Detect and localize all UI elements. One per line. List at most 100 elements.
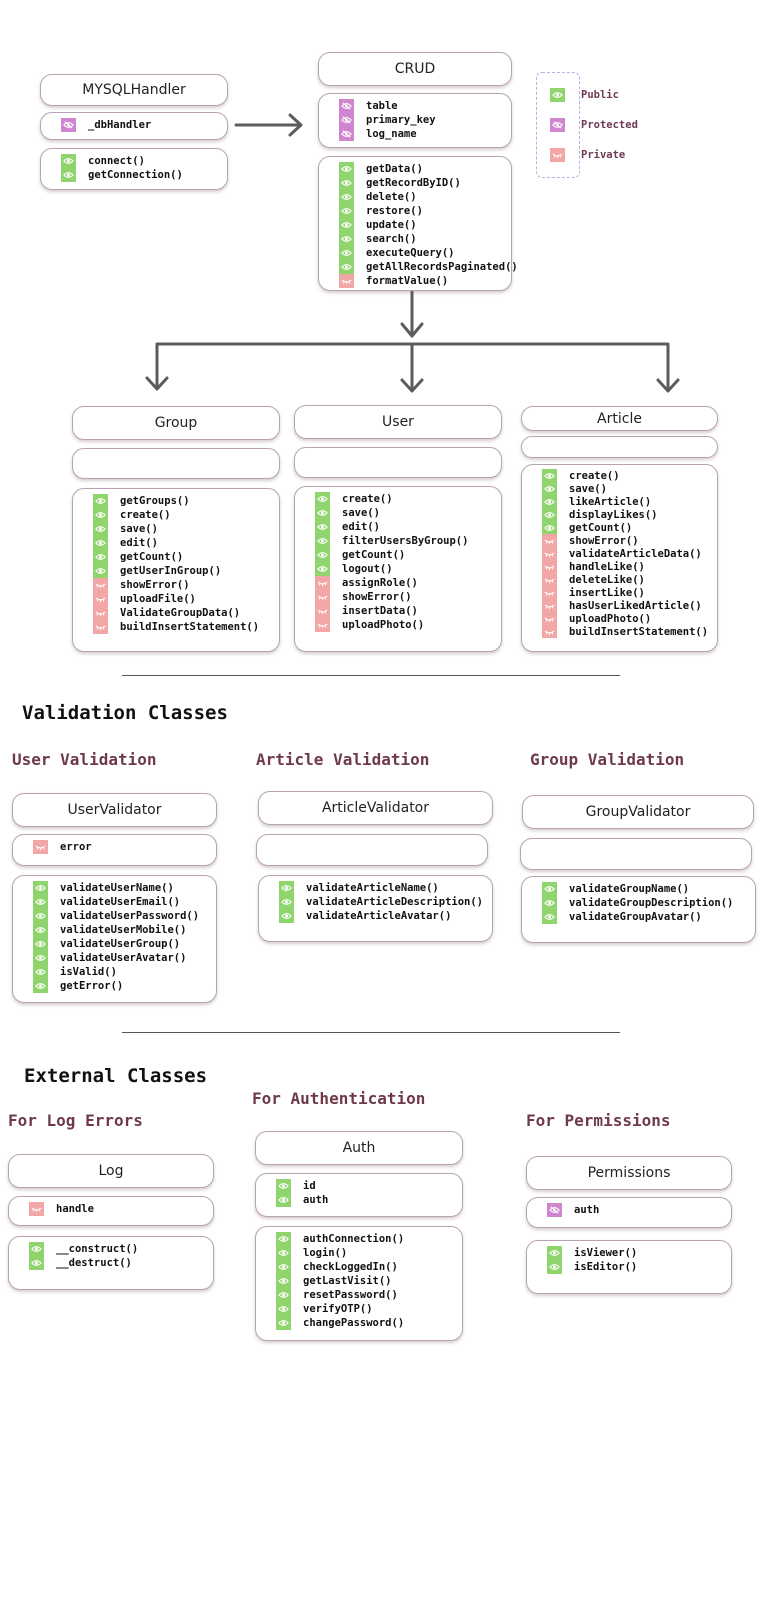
member-name: buildInsertStatement() xyxy=(569,625,709,638)
member-row: formatValue() xyxy=(339,274,511,288)
member-row: validateUserAvatar() xyxy=(33,951,216,965)
member-row: save() xyxy=(315,506,501,520)
member-name: primary_key xyxy=(366,114,436,126)
group-validation-heading: Group Validation xyxy=(530,750,685,769)
member-row: showError() xyxy=(93,578,279,592)
legend-box xyxy=(536,72,580,178)
permissions-heading: For Permissions xyxy=(526,1111,671,1130)
closed-eye-icon xyxy=(315,590,330,604)
eye-icon xyxy=(93,508,108,522)
class-name-crud: CRUD xyxy=(318,52,512,86)
member-name: validateUserEmail() xyxy=(60,896,181,908)
member-row: resetPassword() xyxy=(276,1288,462,1302)
eye-icon xyxy=(315,534,330,548)
member-name: save() xyxy=(569,482,607,495)
member-name: auth xyxy=(303,1194,329,1206)
eye-icon xyxy=(542,508,557,521)
member-name: __destruct() xyxy=(56,1257,132,1269)
eye-icon xyxy=(315,506,330,520)
member-name: getGroups() xyxy=(120,495,190,507)
eye-icon xyxy=(276,1260,291,1274)
member-name: create() xyxy=(120,509,171,521)
methods-crud: getData()getRecordByID()delete() restore(… xyxy=(318,156,518,291)
crud-stem-arrowhead xyxy=(400,322,424,338)
closed-eye-icon xyxy=(93,606,108,620)
eye-icon xyxy=(61,168,76,182)
member-row: hasUserLikedArticle() xyxy=(542,599,717,612)
member-name: validateUserAvatar() xyxy=(60,952,187,964)
eye-icon xyxy=(276,1302,291,1316)
member-row: validateUserPassword() xyxy=(33,909,216,923)
eye-icon xyxy=(542,882,557,896)
attributes-article xyxy=(521,436,718,458)
member-row: getRecordByID() xyxy=(339,176,511,190)
member-name: logout() xyxy=(342,563,393,575)
member-name: uploadFile() xyxy=(120,593,196,605)
eye-icon xyxy=(276,1193,291,1207)
legend-public: Public xyxy=(550,88,619,102)
methods-article: create()save()likeArticle()displayLikes(… xyxy=(521,464,718,652)
eye-icon xyxy=(33,937,48,951)
class-name-group: Group xyxy=(72,406,280,440)
member-row: validateGroupAvatar() xyxy=(542,910,755,924)
member-row: connect() xyxy=(61,154,227,168)
eye-icon xyxy=(547,1246,562,1260)
closed-eye-icon xyxy=(542,573,557,586)
member-row: update() xyxy=(339,218,511,232)
member-row: validateGroupDescription() xyxy=(542,896,755,910)
closed-eye-icon xyxy=(542,547,557,560)
member-row: log_name xyxy=(339,127,511,141)
authentication-heading: For Authentication xyxy=(252,1089,426,1108)
legend-private-label: Private xyxy=(581,149,626,161)
class-name-user: User xyxy=(294,405,502,439)
member-row: getData() xyxy=(339,162,511,176)
member-row: getCount() xyxy=(542,521,717,534)
eye-icon xyxy=(542,910,557,924)
methods-user: create()save()edit()filterUsersByGroup()… xyxy=(294,486,502,652)
user-validation-heading: User Validation xyxy=(12,750,157,769)
member-name: getCount() xyxy=(342,549,406,561)
methods-uservalidator: validateUserName()validateUserEmail()val… xyxy=(12,875,217,1003)
attributes-permissions: auth xyxy=(526,1197,732,1228)
member-row: getUserInGroup() xyxy=(93,564,279,578)
member-name: validateGroupAvatar() xyxy=(569,911,702,923)
member-name: formatValue() xyxy=(366,275,449,287)
member-row: checkLoggedIn() xyxy=(276,1260,462,1274)
member-name: save() xyxy=(342,507,380,519)
member-row: isEditor() xyxy=(547,1260,731,1274)
member-row: restore() xyxy=(339,204,511,218)
member-name: validateArticleDescription() xyxy=(306,896,484,908)
closed-eye-icon xyxy=(542,625,557,638)
member-row: insertLike() xyxy=(542,586,717,599)
class-name-groupvalidator: GroupValidator xyxy=(522,795,754,829)
methods-auth: authConnection()login()checkLoggedIn()ge… xyxy=(255,1226,463,1341)
eye-icon xyxy=(33,979,48,993)
closed-eye-icon xyxy=(315,604,330,618)
member-name: likeArticle() xyxy=(569,495,652,508)
closed-eye-icon xyxy=(315,576,330,590)
closed-eye-icon xyxy=(29,1202,44,1216)
eye-slash-icon xyxy=(550,118,565,132)
member-name: auth xyxy=(574,1204,600,1216)
member-name: __construct() xyxy=(56,1243,139,1255)
legend-public-label: Public xyxy=(581,89,619,101)
member-row: error xyxy=(33,840,216,854)
member-row: ValidateGroupData() xyxy=(93,606,279,620)
member-name: buildInsertStatement() xyxy=(120,621,260,633)
handler-to-crud-arrowhead xyxy=(288,113,303,137)
eye-icon xyxy=(339,190,354,204)
member-name: getLastVisit() xyxy=(303,1275,392,1287)
member-name: assignRole() xyxy=(342,577,418,589)
validation-heading: Validation Classes xyxy=(22,702,228,724)
member-name: delete() xyxy=(366,191,417,203)
attributes-log: handle xyxy=(8,1196,214,1226)
member-name: restore() xyxy=(366,205,423,217)
member-row: displayLikes() xyxy=(542,508,717,521)
eye-icon xyxy=(33,881,48,895)
group-arrowhead xyxy=(145,376,169,391)
member-row: __construct() xyxy=(29,1242,213,1256)
member-row: getError() xyxy=(33,979,216,993)
member-row: create() xyxy=(93,508,279,522)
